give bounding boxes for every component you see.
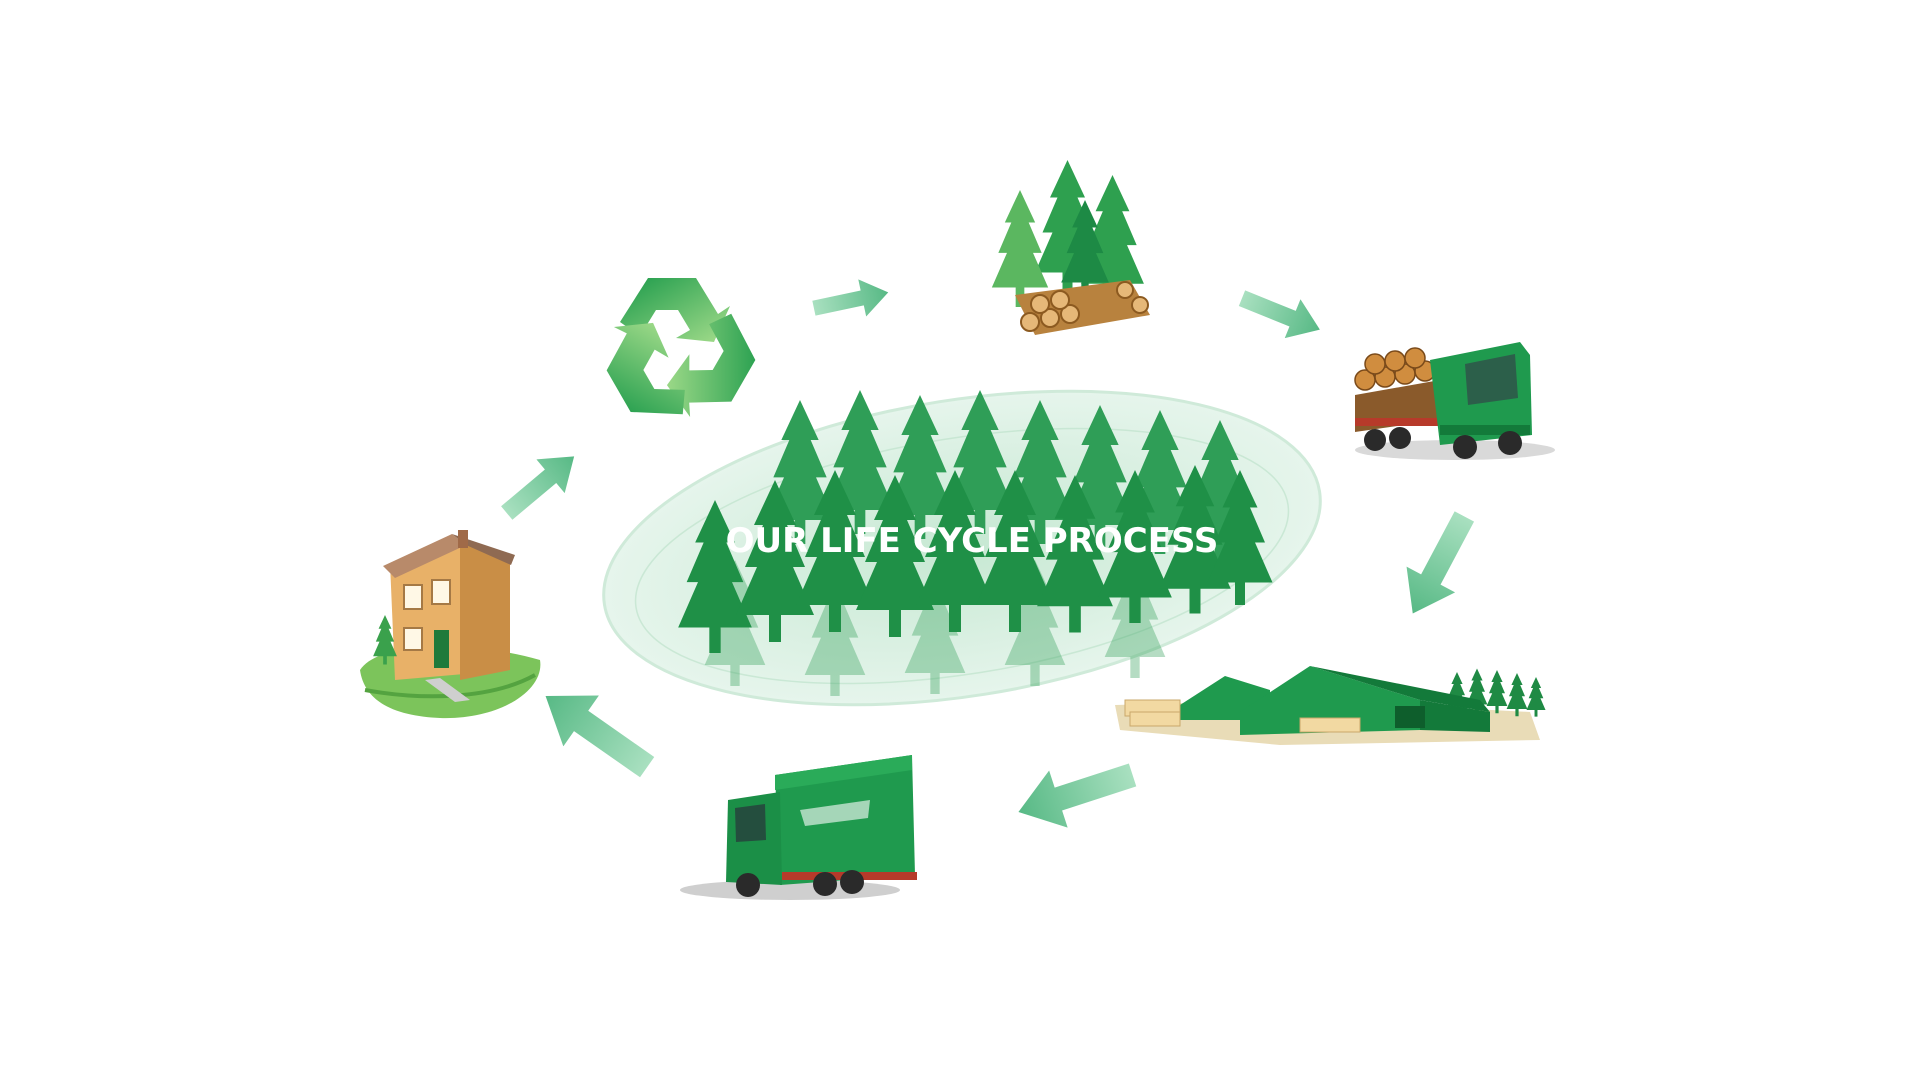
stage-logging-truck-icon [1354, 342, 1555, 460]
arrow-recycle-to-forest-icon [809, 273, 893, 327]
arrow-truck-to-sawmill-icon [1388, 503, 1489, 627]
center-forest-ellipse: OUR LIFE CYCLE PROCESS [602, 389, 1322, 707]
arrow-sawmill-to-lorry-icon [1009, 746, 1142, 841]
stage-forest-icon [991, 160, 1150, 335]
stage-house-icon [360, 530, 541, 719]
arrow-house-to-recycle-icon [492, 439, 589, 530]
center-title: OUR LIFE CYCLE PROCESS [726, 521, 1219, 561]
stage-sawmill-icon [1115, 666, 1546, 745]
log-pile-icon [1015, 280, 1150, 335]
arrow-lorry-to-house-icon [527, 670, 665, 793]
stage-delivery-lorry-icon [680, 755, 917, 900]
arrow-forest-to-truck-icon [1234, 278, 1328, 350]
stage-recycle-icon [606, 278, 756, 418]
